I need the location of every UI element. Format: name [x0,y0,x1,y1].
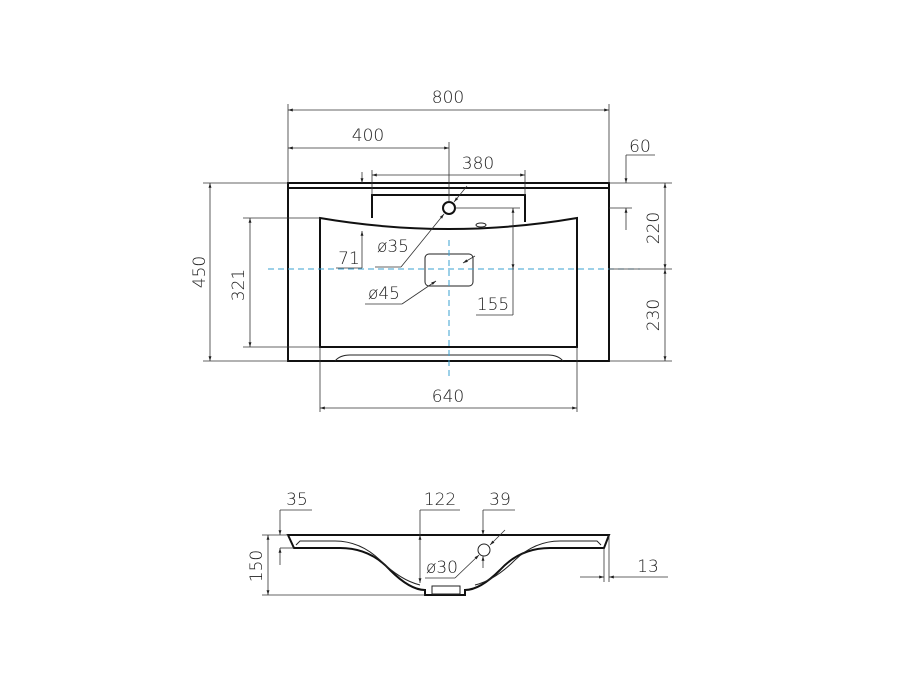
tap-hole [442,201,456,215]
dim-321: 321 [229,269,249,301]
dim-400: 400 [352,126,384,146]
dim-overflow: ø30 [426,558,458,578]
side-view: 150 35 122 39 ø30 13 [247,490,668,596]
dim-drain: ø45 [368,284,400,304]
dim-230: 230 [644,299,664,331]
dim-640: 640 [432,387,464,407]
dim-155: 155 [477,295,509,315]
tap-deck [371,194,526,222]
dim-150: 150 [247,550,267,582]
dim-71: 71 [338,249,360,269]
dim-122: 122 [424,490,456,510]
overflow-hole [477,543,491,557]
bowl [319,216,578,348]
dim-60: 60 [629,137,651,157]
dim-220: 220 [644,212,664,244]
overflow [475,222,487,228]
dim-380: 380 [462,154,494,174]
inner-profile [295,540,602,586]
dim-35: 35 [286,490,308,510]
drain-profile [431,585,461,595]
dim-39: 39 [489,490,511,510]
dim-450: 450 [190,256,210,288]
top-view: 800 400 380 60 220 230 450 321 71 [190,88,672,412]
dim-13: 13 [637,557,659,577]
dim-tap-hole: ø35 [377,237,409,257]
dim-800: 800 [432,88,464,108]
